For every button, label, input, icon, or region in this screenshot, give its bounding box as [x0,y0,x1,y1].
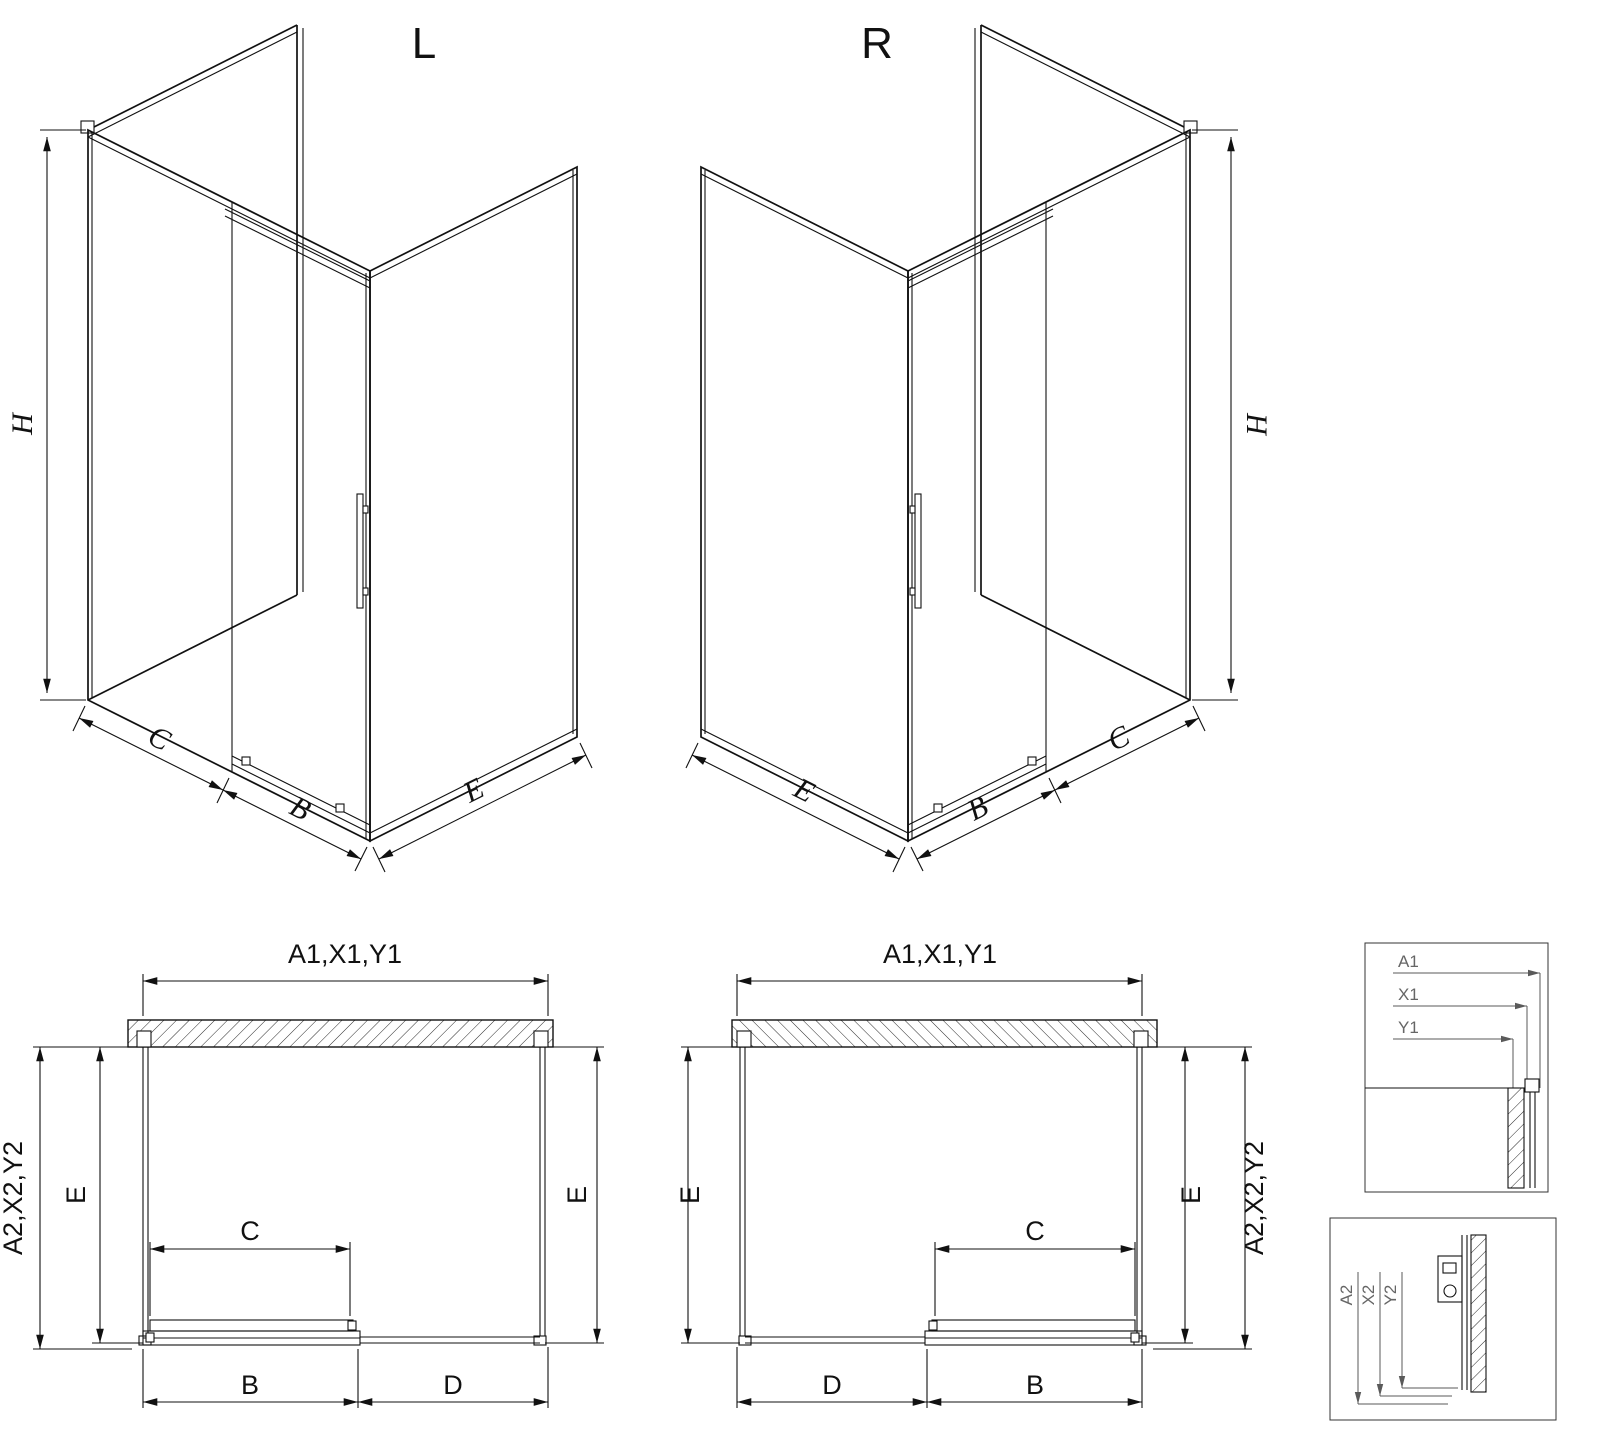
plan-left-b-label: B [241,1370,259,1400]
roller [241,756,251,766]
iso-left-title: L [412,19,436,68]
detail-bottom-drawing [1329,1217,1557,1421]
iso-left-lineart [40,24,593,873]
plan-front-assembly [142,1319,540,1346]
plan-dimension-c [149,1242,351,1316]
plan-dimension-b-d [142,1347,549,1408]
wall-profile [136,1030,152,1048]
plan-right-glass [533,1030,549,1346]
iso-right-dim-e-label: E [788,771,820,809]
plan-left-lineart [33,974,604,1408]
detail-bottom-a2-label: A2 [1337,1285,1356,1306]
wall-profile [533,1030,549,1048]
side-glass-panel [80,24,304,701]
iso-right-dim-b-label: B [962,790,993,828]
detail-top-drawing [1364,942,1549,1193]
detail-frame [1364,942,1549,1193]
iso-left-dim-h-label: H [6,411,39,436]
detail-bottom-y2-label: Y2 [1381,1285,1400,1306]
plan-dimension-e-right [545,1046,604,1344]
iso-right-dim-h-label: H [1240,412,1273,437]
wall-section-detail [1507,1087,1525,1189]
plan-left-e-left-label: E [61,1186,91,1204]
detail-top-x1-label: X1 [1398,985,1419,1004]
plan-left-depth-label: A2,X2,Y2 [0,1141,28,1255]
sliding-door-plan [149,1319,354,1332]
plan-right-e-right-label: E [1176,1186,1206,1204]
wall-section-detail [1470,1234,1487,1393]
detail-top-a1-label: A1 [1398,952,1419,971]
plan-right-e-left-label: E [675,1186,705,1204]
iso-dimension-lines [40,129,593,873]
roller [335,803,345,813]
iso-left-dim-b-label: B [285,790,316,828]
labels: L H C B E R H C B E A1,X1,Y1 A2,X2,Y2 E … [0,19,1419,1400]
plan-right-lineart [681,974,1252,1408]
iso-left-dim-e-label: E [457,772,489,810]
top-rail [224,208,371,282]
roller-carriage-detail [1437,1255,1463,1303]
dim-c [78,717,224,791]
plan-dimension-a2 [33,1046,132,1350]
plan-right-d-label: D [822,1370,842,1400]
fixed-glass-panel [369,165,578,843]
door-handle [356,493,364,609]
detail-top-y1-label: Y1 [1398,1018,1419,1037]
plan-left-width-label: A1,X1,Y1 [288,939,402,969]
door-face-panel [87,128,371,843]
roller-wheel [1443,1284,1457,1298]
iso-right-lineart [686,25,1238,872]
detail-frame [1329,1217,1557,1421]
iso-right-title: R [861,19,893,68]
plan-left-glass [136,1030,152,1346]
plan-right-width-label: A1,X1,Y1 [883,939,997,969]
plan-right-c-label: C [1025,1216,1045,1246]
dim-e [378,754,587,860]
bathroom-wall-section [127,1019,554,1048]
detail-bottom-x2-label: X2 [1359,1285,1378,1306]
plan-left-d-label: D [443,1370,463,1400]
plan-left-e-right-label: E [562,1186,592,1204]
plan-right-b-label: B [1026,1370,1044,1400]
mount-profile [1524,1078,1540,1093]
dim-b [222,789,362,860]
plan-right-depth-label: A2,X2,Y2 [1239,1141,1269,1255]
plan-dimension-a1 [142,974,549,1016]
plan-dimension-e-left [92,1046,143,1344]
plan-left-c-label: C [240,1216,260,1246]
